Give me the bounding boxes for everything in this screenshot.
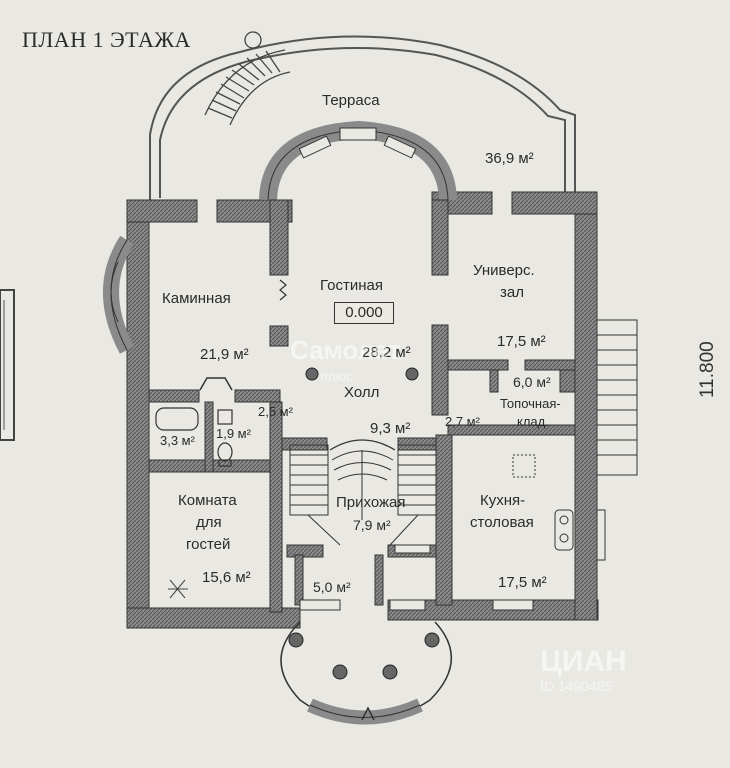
terrace-area: 36,9 м²	[485, 150, 534, 167]
watermark-samolet: Самолет	[290, 335, 401, 365]
guest-room-name-2: для	[196, 514, 222, 531]
wc-area: 1,9 м²	[216, 426, 251, 441]
level-mark: 0.000	[334, 302, 394, 324]
plan-title: ПЛАН 1 ЭТАЖА	[22, 27, 191, 52]
fireplace-bay	[103, 235, 135, 354]
door-zigzag	[279, 279, 287, 301]
watermark-cian: ЦИАН	[540, 645, 627, 678]
fireplace-room-area: 21,9 м²	[200, 346, 249, 363]
guest-room-name-1: Комната	[178, 492, 237, 509]
vestibule-area: 5,0 м²	[313, 579, 351, 595]
main-staircase	[289, 439, 437, 546]
living-room-arch	[259, 120, 457, 201]
right-exterior-stairs	[596, 319, 638, 561]
terrace-name: Терраса	[322, 92, 380, 109]
watermark-id: ID 1490485	[540, 678, 613, 694]
terrace-stairs	[204, 31, 291, 126]
guest-room-area: 15,6 м²	[202, 569, 251, 586]
living-room-name: Гостиная	[320, 277, 383, 294]
dimension-label: 11.800	[697, 341, 718, 398]
entry-name: Прихожая	[336, 494, 406, 511]
bath-area: 3,3 м²	[160, 433, 195, 448]
kitchen-fixtures	[512, 454, 574, 551]
boiler-area: 6,0 м²	[513, 374, 551, 390]
terrace-outline	[149, 35, 576, 200]
left-edge-fragment	[0, 289, 15, 441]
corridor-area: 2,5 м²	[258, 404, 293, 419]
boiler-name-2: клад.	[517, 414, 549, 429]
guest-room-mark	[168, 579, 188, 599]
hallway-area: 9,3 м²	[370, 420, 411, 437]
lobby-area: 2,7 м²	[445, 414, 480, 429]
interior-walls	[148, 199, 576, 613]
hallway-name: Холл	[344, 384, 380, 401]
columns	[288, 367, 440, 680]
fireplace-room-name: Каминная	[162, 290, 231, 307]
univ-hall-name-2: зал	[500, 284, 524, 301]
bathroom-fixtures	[155, 407, 233, 467]
entrance-porch	[280, 621, 452, 725]
living-room-area: 28,2 м²	[362, 344, 411, 361]
kitchen-name-1: Кухня-	[480, 492, 526, 509]
kitchen-area: 17,5 м²	[498, 574, 547, 591]
guest-room-name-3: гостей	[186, 536, 231, 553]
kitchen-name-2: столовая	[470, 514, 534, 531]
fireplace-symbol	[199, 377, 233, 391]
entry-area: 7,9 м²	[353, 517, 391, 533]
watermark-plus: плюс	[320, 368, 354, 384]
univ-hall-name-1: Универс.	[473, 262, 535, 279]
univ-hall-area: 17,5 м²	[497, 333, 546, 350]
door-sills	[299, 544, 534, 611]
boiler-name-1: Топочная-	[500, 396, 561, 411]
